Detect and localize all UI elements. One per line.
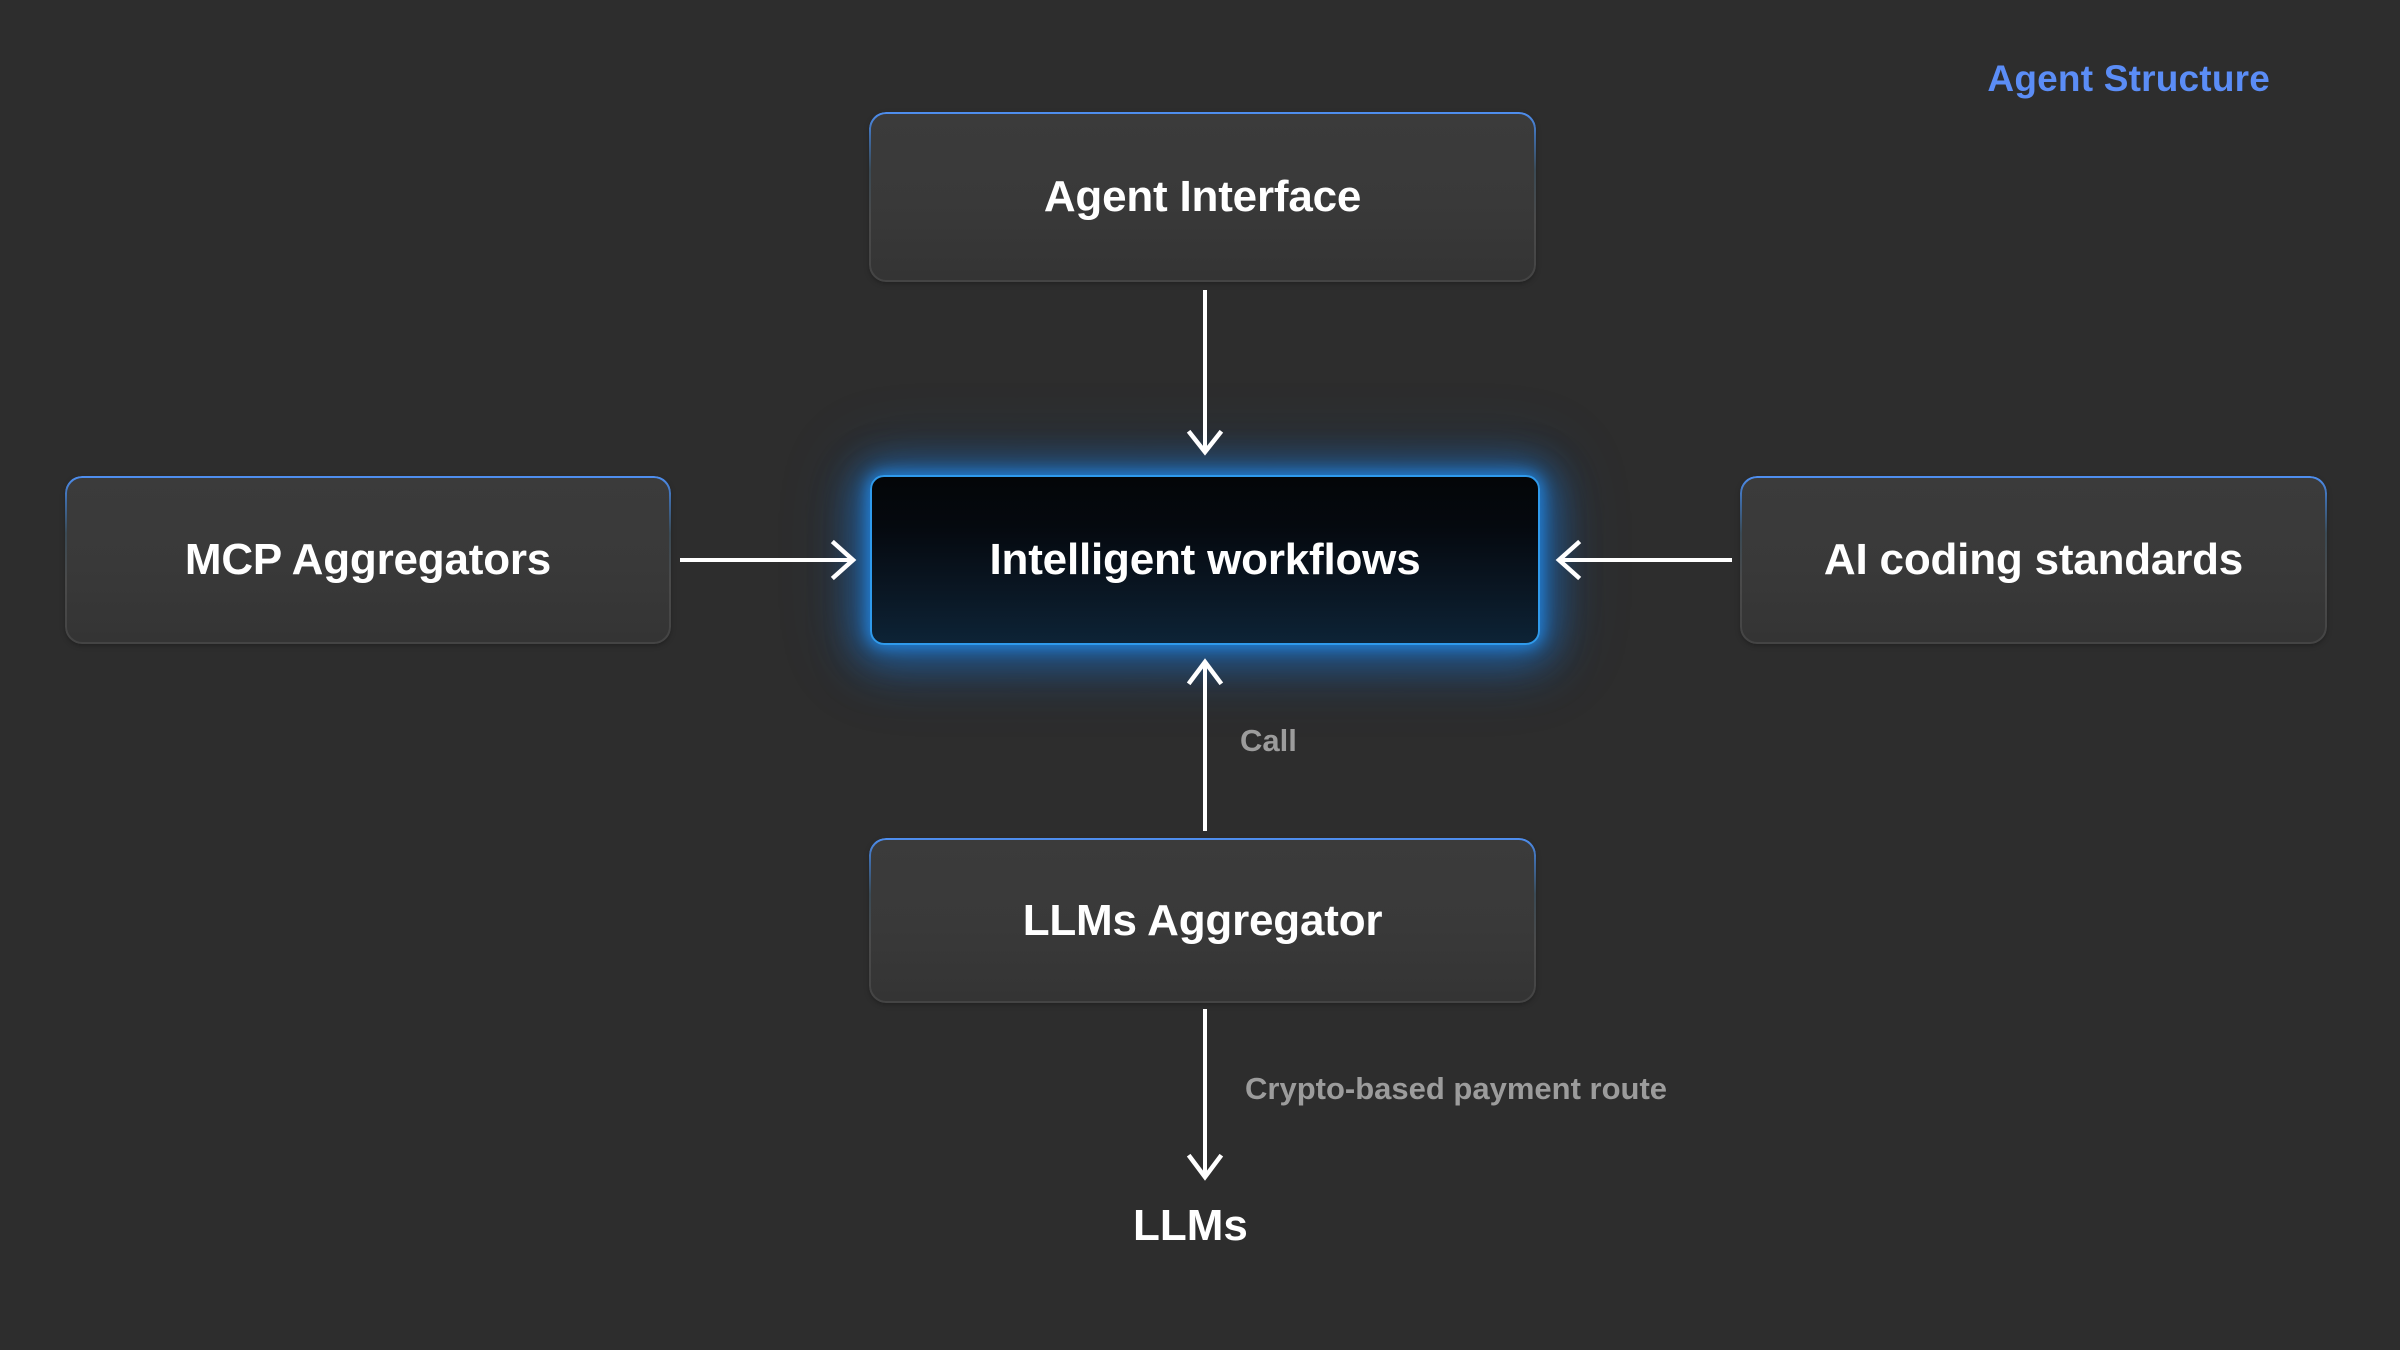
arrow-ai-coding-to-workflows-icon [1555,539,1732,581]
node-agent-interface[interactable]: Agent Interface [870,113,1535,281]
node-label: Intelligent workflows [989,535,1421,584]
arrow-interface-to-workflows-icon [1186,290,1224,456]
edge-label-call: Call [1240,723,1297,758]
node-intelligent-workflows[interactable]: Intelligent workflows [870,475,1540,645]
node-mcp-aggregators[interactable]: MCP Aggregators [66,477,670,643]
node-label: Agent Interface [1043,172,1362,221]
node-ai-coding-standards[interactable]: AI coding standards [1741,477,2326,643]
arrow-llms-aggregator-to-llms-icon [1186,1009,1224,1181]
node-llms-aggregator[interactable]: LLMs Aggregator [870,839,1535,1002]
node-label: MCP Aggregators [184,535,552,584]
arrow-mcp-to-workflows-icon [680,539,857,581]
node-label: AI coding standards [1823,535,2244,584]
node-llms[interactable]: LLMs [1133,1201,1248,1250]
node-label: LLMs Aggregator [1022,895,1383,945]
edge-label-payment-route: Crypto-based payment route [1245,1071,1668,1106]
page-title: Agent Structure [1987,58,2270,99]
